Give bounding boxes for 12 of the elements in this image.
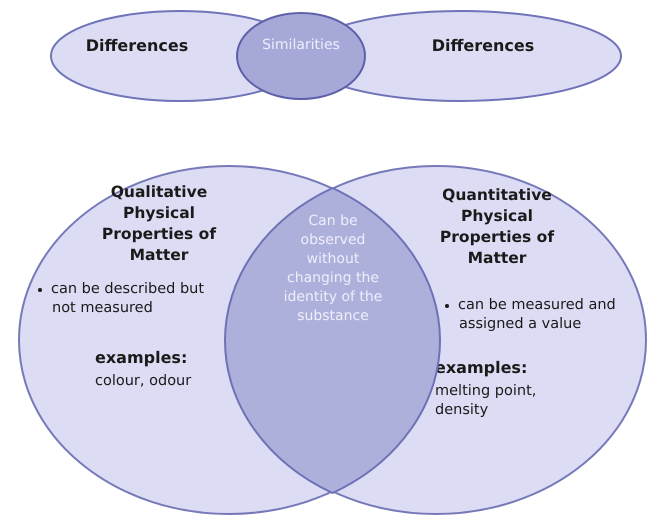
heading: Quantitative Physical Properties of Matter (438, 185, 556, 269)
subheading: examples: (95, 348, 188, 367)
bullet-point: can be measured and assigned a value (443, 296, 648, 334)
body-text: melting point, density (435, 382, 538, 420)
overlap-label: Similarities (261, 36, 341, 55)
heading: Differences (430, 36, 536, 55)
bullet-point: can be described but not measured (36, 280, 206, 318)
body-text: colour, odour (95, 372, 192, 391)
overlap-label: Can be observed without changing the identity of the substance (282, 212, 384, 326)
heading: Qualitative Physical Properties of Matter (100, 182, 218, 266)
heading: Differences (84, 36, 190, 55)
subheading: examples: (435, 358, 528, 377)
